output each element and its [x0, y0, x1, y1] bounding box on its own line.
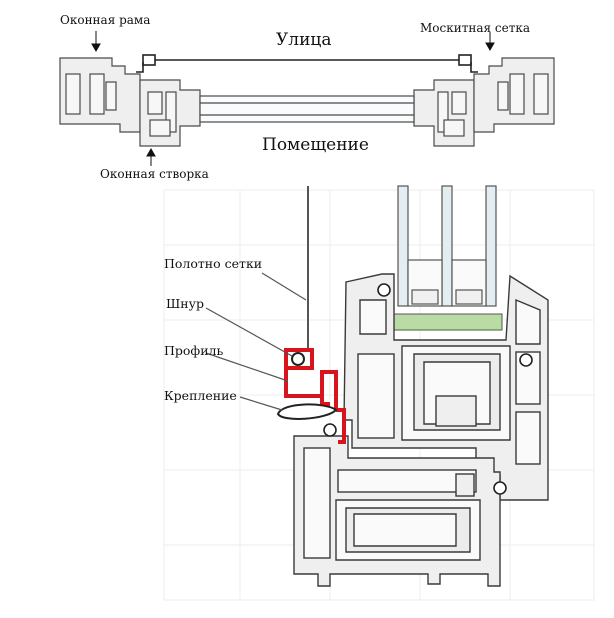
mounting-clip — [276, 403, 338, 420]
profile-label: Профиль — [164, 343, 224, 358]
mounting-label: Крепление — [164, 388, 237, 403]
glass-pane-stack — [397, 185, 497, 307]
window-sash-label: Оконная створка — [100, 167, 209, 181]
net-label-arrow — [485, 32, 495, 52]
glazing-seal — [393, 313, 503, 331]
frame-label-arrow — [91, 31, 101, 53]
cord-label: Шнур — [166, 296, 204, 311]
street-label: Улица — [276, 30, 332, 50]
cord-circle — [291, 352, 305, 366]
left-window-frame — [59, 57, 141, 133]
window-frame-label: Оконная рама — [60, 13, 151, 27]
room-label: Помещение — [262, 135, 369, 155]
mounting-leader — [239, 396, 283, 411]
right-window-sash — [413, 79, 475, 147]
mosquito-net-top — [136, 54, 478, 73]
left-window-sash — [139, 79, 201, 147]
net-fabric-label: Полотно сетки — [164, 256, 263, 271]
mosquito-net-label: Москитная сетка — [420, 21, 531, 35]
right-window-frame — [473, 57, 555, 133]
frame-profile — [293, 435, 501, 587]
cord-leader — [205, 307, 293, 357]
mosquito-net-profile — [284, 348, 346, 444]
rubber-seals — [323, 283, 533, 495]
glass-unit — [199, 95, 415, 123]
profile-leader — [205, 352, 289, 382]
sash-profile — [343, 273, 549, 501]
top-view-drawing — [59, 31, 555, 166]
sash-label-arrow — [146, 147, 156, 166]
net-fabric-leader — [261, 272, 307, 301]
cross-section-drawing — [163, 185, 595, 601]
